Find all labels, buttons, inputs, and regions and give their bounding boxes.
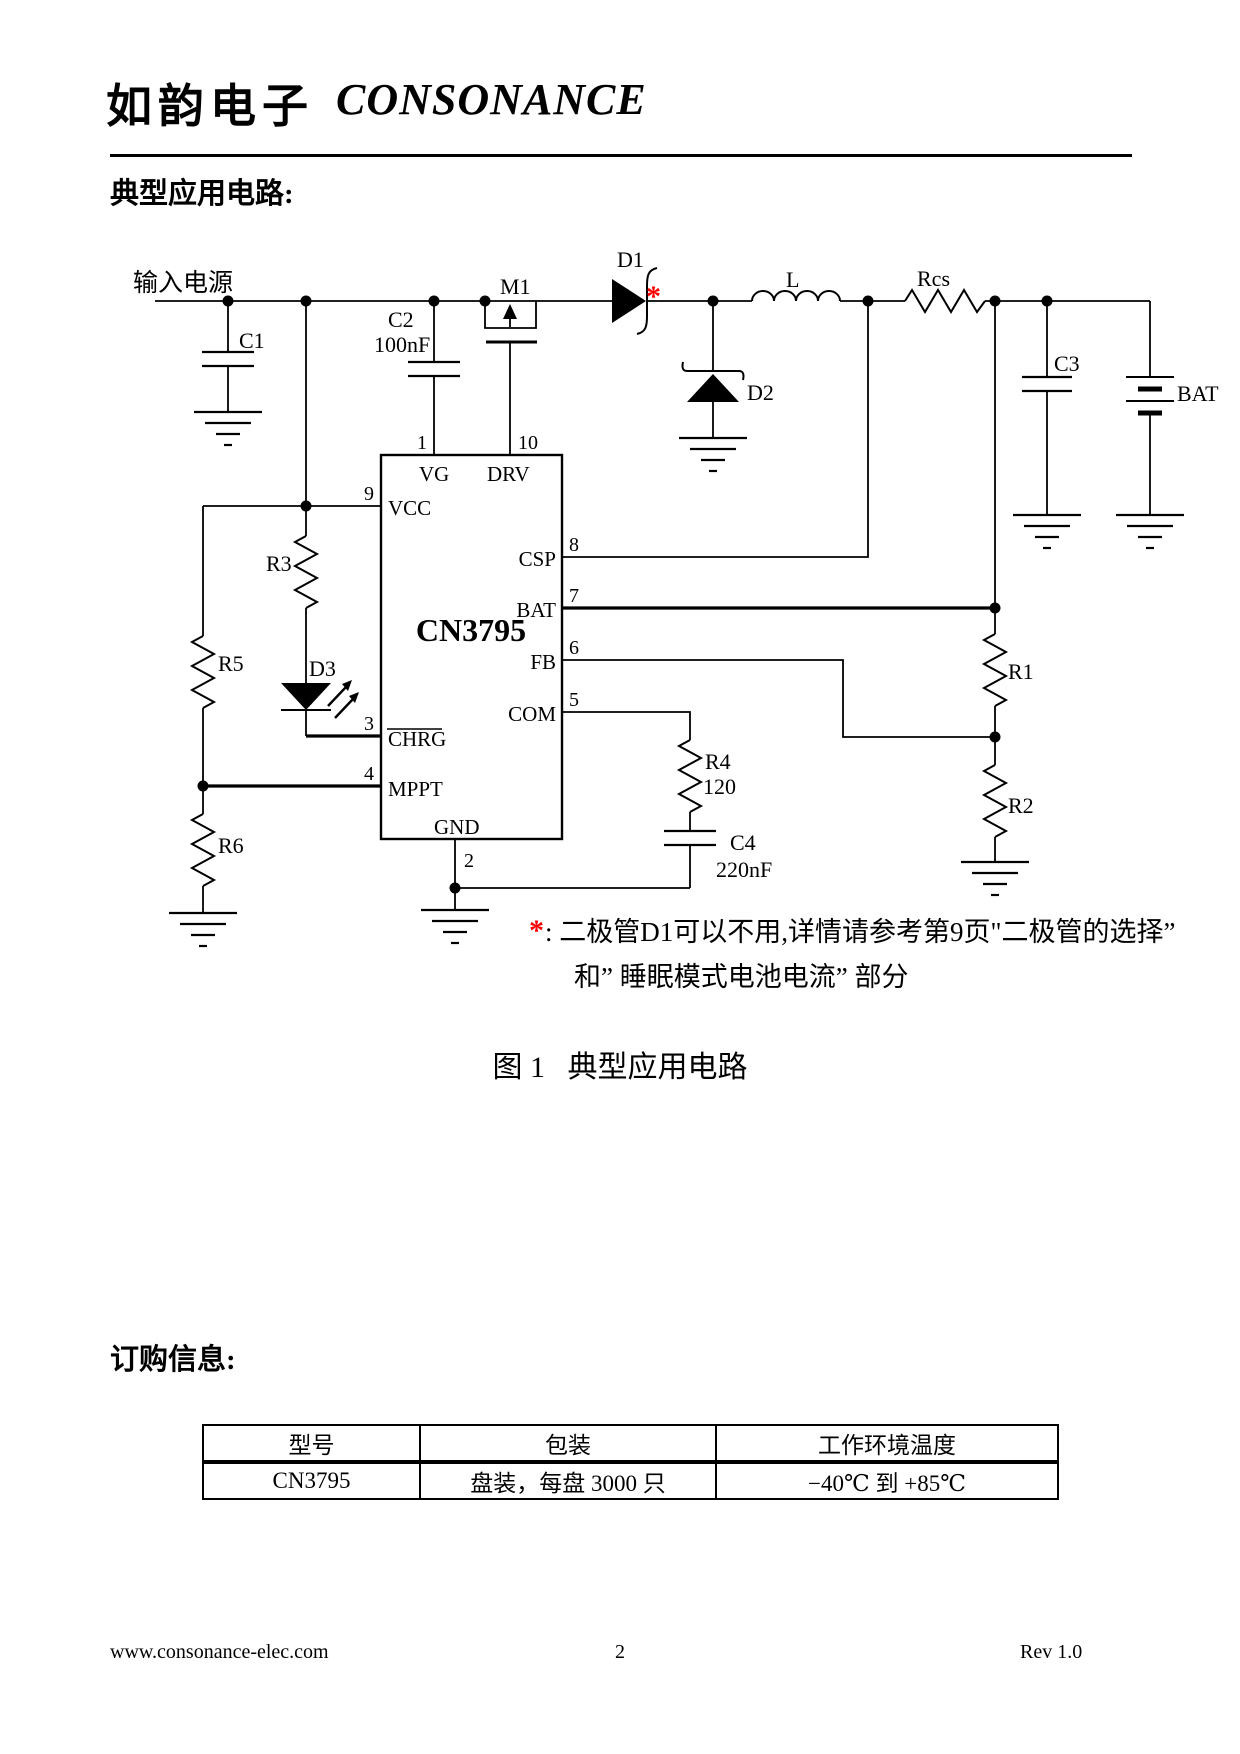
label-c1: C1 xyxy=(239,328,265,353)
input-power-label: 输入电源 xyxy=(133,269,233,297)
ground-c1 xyxy=(194,410,262,447)
ground-gnd-pin xyxy=(421,908,489,945)
pin-label-csp: CSP xyxy=(519,547,556,571)
label-d1: D1 xyxy=(617,247,644,272)
ground-battery xyxy=(1116,513,1184,550)
note-line-2: 和” 睡眠模式电池电流” 部分 xyxy=(574,962,908,992)
label-r6: R6 xyxy=(218,833,244,858)
capacitor-c2 xyxy=(408,360,460,378)
ordering-table-header-row: 型号 包装 工作环境温度 xyxy=(202,1424,1059,1464)
ground-c3 xyxy=(1013,513,1081,550)
label-r4: R4 xyxy=(705,749,731,774)
mosfet-m1 xyxy=(484,301,537,344)
ordering-table-container: 型号 包装 工作环境温度 CN3795 盘装，每盘 3000 只 −40℃ 到 … xyxy=(202,1424,1059,1500)
ordering-table: 型号 包装 工作环境温度 CN3795 盘装，每盘 3000 只 −40℃ 到 … xyxy=(202,1424,1059,1500)
junction-dots xyxy=(197,295,1053,894)
battery-symbol xyxy=(1126,376,1174,416)
pin-label-mppt: MPPT xyxy=(388,777,443,801)
label-d2: D2 xyxy=(747,380,774,405)
application-circuit-schematic: 输入电源 CN3795 VG DRV VCC CHRG MPPT GND CSP… xyxy=(133,247,1219,992)
col-header-model: 型号 xyxy=(202,1424,421,1464)
capacitor-c1 xyxy=(202,350,254,368)
header-divider xyxy=(110,154,1132,157)
pin-number-vg: 1 xyxy=(417,432,427,454)
ground-symbols xyxy=(169,410,1184,948)
label-c4-value: 220nF xyxy=(716,857,772,882)
pin-number-gnd: 2 xyxy=(464,850,474,872)
cell-model: CN3795 xyxy=(202,1461,421,1500)
pin-number-fb: 6 xyxy=(569,637,579,659)
resistor-r1 xyxy=(981,633,1009,707)
resistor-r5 xyxy=(189,635,217,709)
ground-r2 xyxy=(961,860,1029,897)
note-asterisk: * xyxy=(529,914,544,947)
pin-number-mppt: 4 xyxy=(364,763,374,785)
label-c2-value: 100nF xyxy=(374,332,430,357)
pin-number-drv: 10 xyxy=(518,432,538,454)
label-r1: R1 xyxy=(1008,659,1034,684)
resistor-r3 xyxy=(292,535,320,609)
ic-cn3795: CN3795 VG DRV VCC CHRG MPPT GND CSP BAT … xyxy=(364,432,579,872)
cell-package: 盘装，每盘 3000 只 xyxy=(419,1461,717,1500)
label-r4-value: 120 xyxy=(703,774,736,799)
col-header-temperature: 工作环境温度 xyxy=(715,1424,1059,1464)
section-title-typical-application: 典型应用电路: xyxy=(110,178,294,210)
company-logo-chinese: 如韵电子 xyxy=(106,81,314,132)
pin-number-bat: 7 xyxy=(569,585,579,607)
label-r3: R3 xyxy=(266,551,292,576)
led-arrow-2 xyxy=(349,692,359,703)
cell-temperature: −40℃ 到 +85℃ xyxy=(715,1461,1059,1500)
label-battery: BAT xyxy=(1177,381,1219,406)
diode-d1 xyxy=(612,267,658,335)
resistor-rcs xyxy=(904,288,986,314)
led-d3 xyxy=(281,680,359,719)
ground-d2 xyxy=(679,436,747,473)
resistor-r6 xyxy=(189,813,217,887)
note-line-1: : 二极管D1可以不用,详情请参考第9页"二极管的选择” xyxy=(545,917,1176,947)
footer-revision: Rev 1.0 xyxy=(1020,1641,1083,1663)
ground-r6 xyxy=(169,911,237,948)
pin-label-drv: DRV xyxy=(487,462,530,486)
resistor-r4 xyxy=(676,739,704,813)
footer-website: www.consonance-elec.com xyxy=(110,1641,329,1663)
col-header-package: 包装 xyxy=(419,1424,717,1464)
resistor-r2 xyxy=(981,764,1009,838)
footer-page-number: 2 xyxy=(615,1641,625,1663)
pin-label-vg: VG xyxy=(419,462,449,486)
label-rcs: Rcs xyxy=(917,266,950,291)
note-annotation: * : 二极管D1可以不用,详情请参考第9页"二极管的选择” 和” 睡眠模式电池… xyxy=(529,914,1176,992)
pin-number-chrg: 3 xyxy=(364,713,374,735)
pin-number-com: 5 xyxy=(569,689,579,711)
pin-label-fb: FB xyxy=(530,650,556,674)
label-r5: R5 xyxy=(218,651,244,676)
pin-number-csp: 8 xyxy=(569,534,579,556)
section-title-ordering-info: 订购信息: xyxy=(110,1344,236,1376)
label-r2: R2 xyxy=(1008,793,1034,818)
diode-d2 xyxy=(681,361,745,402)
figure-caption: 图 1 典型应用电路 xyxy=(492,1051,748,1084)
pin-label-gnd: GND xyxy=(434,815,480,839)
label-c3: C3 xyxy=(1054,351,1080,376)
ordering-table-row: CN3795 盘装，每盘 3000 只 −40℃ 到 +85℃ xyxy=(202,1461,1059,1500)
label-c4: C4 xyxy=(730,830,756,855)
inductor-l xyxy=(751,290,841,302)
pin-label-vcc: VCC xyxy=(388,496,431,520)
ic-part-number: CN3795 xyxy=(416,612,526,648)
company-logo-english: CONSONANCE xyxy=(336,75,647,124)
pin-number-vcc: 9 xyxy=(364,483,374,505)
d1-asterisk: * xyxy=(646,280,661,313)
capacitor-c3 xyxy=(1022,375,1072,393)
label-m1: M1 xyxy=(500,274,531,299)
led-arrow-1 xyxy=(342,680,352,691)
pin-label-com: COM xyxy=(508,702,556,726)
capacitor-c4 xyxy=(664,829,716,847)
label-c2: C2 xyxy=(388,307,414,332)
thick-wires xyxy=(203,606,995,788)
pin-label-chrg: CHRG xyxy=(388,727,446,751)
pin-label-bat: BAT xyxy=(516,598,556,622)
m1-body-arrow xyxy=(503,304,517,319)
label-l: L xyxy=(786,267,799,292)
label-d3: D3 xyxy=(309,656,336,681)
